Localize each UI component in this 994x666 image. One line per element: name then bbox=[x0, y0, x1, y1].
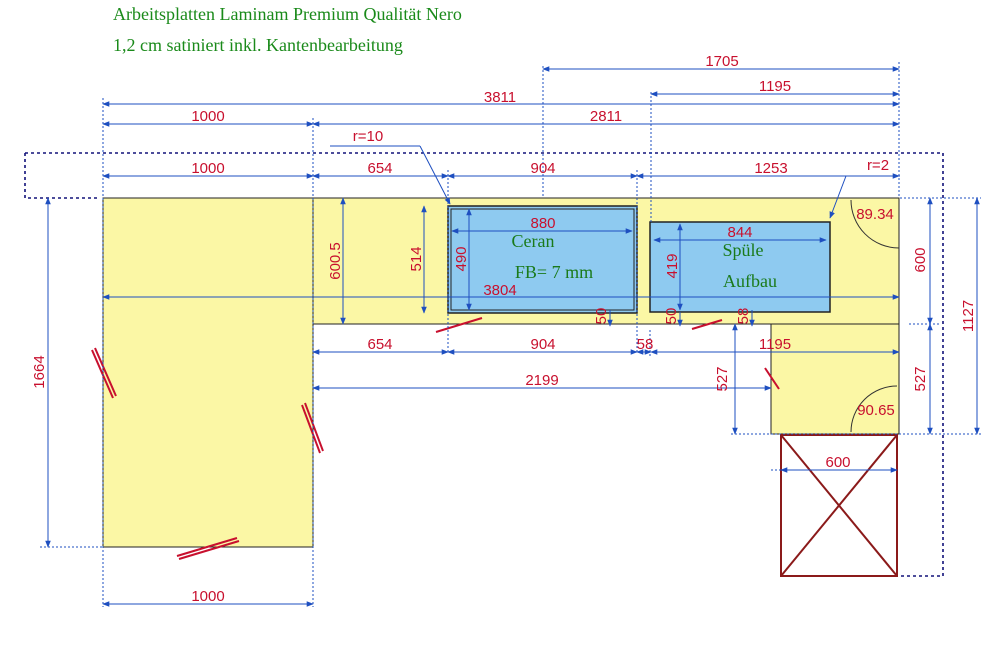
radius-r10: r=10 bbox=[353, 128, 383, 145]
seam-marker bbox=[691, 319, 723, 330]
seam-marker bbox=[301, 404, 321, 454]
dim-1664: 1664 bbox=[31, 355, 48, 388]
ceran-label: Ceran bbox=[512, 231, 555, 251]
ceran-note: FB= 7 mm bbox=[515, 262, 593, 282]
seam-marker bbox=[176, 537, 238, 557]
dim-50-a: 50 bbox=[593, 308, 610, 325]
sink-note: Aufbau bbox=[723, 271, 777, 291]
dim-904-top: 904 bbox=[530, 160, 555, 177]
dim-880: 880 bbox=[530, 215, 555, 232]
dim-527-left: 527 bbox=[714, 366, 731, 391]
dim-654-bot: 654 bbox=[367, 336, 392, 353]
dim-600-box: 600 bbox=[825, 454, 850, 471]
dim-2811: 2811 bbox=[590, 108, 622, 125]
dim-1000-a: 1000 bbox=[191, 108, 224, 125]
dim-1195-bot: 1195 bbox=[759, 336, 791, 353]
corner-arc-bottom bbox=[850, 385, 898, 433]
seam-marker bbox=[94, 347, 117, 397]
seam-marker bbox=[178, 540, 240, 560]
dim-1000-bottom: 1000 bbox=[191, 588, 224, 605]
dim-514: 514 bbox=[408, 246, 425, 271]
dim-3804: 3804 bbox=[483, 282, 516, 299]
dim-3811: 3811 bbox=[484, 89, 516, 106]
angle-89-34: 89.34 bbox=[856, 206, 894, 223]
dim-58-top: 58 bbox=[735, 308, 752, 325]
sink-label: Spüle bbox=[722, 240, 763, 260]
dim-58-bot: 58 bbox=[637, 336, 654, 353]
dim-419: 419 bbox=[664, 253, 681, 278]
ceran-cutout-inner bbox=[450, 208, 635, 311]
room-outline bbox=[24, 152, 944, 577]
dim-1195-top: 1195 bbox=[759, 78, 791, 95]
dim-1127: 1127 bbox=[960, 300, 977, 332]
dim-600-5: 600.5 bbox=[327, 242, 344, 280]
dim-1253: 1253 bbox=[754, 160, 787, 177]
dim-844: 844 bbox=[727, 224, 752, 241]
cabinet-box bbox=[780, 434, 898, 577]
dim-2199: 2199 bbox=[525, 372, 558, 389]
countertop-left-leg bbox=[102, 197, 314, 548]
dim-904-bot: 904 bbox=[530, 336, 555, 353]
dim-527-right: 527 bbox=[912, 366, 929, 391]
title-line-2: 1,2 cm satiniert inkl. Kantenbearbeitung bbox=[113, 35, 403, 55]
corner-arc-top bbox=[850, 199, 900, 249]
radius-r2: r=2 bbox=[867, 157, 889, 174]
dim-1000-b: 1000 bbox=[191, 160, 224, 177]
seam-marker bbox=[435, 317, 483, 333]
dim-50-b: 50 bbox=[663, 308, 680, 325]
title-line-1: Arbeitsplatten Laminam Premium Qualität … bbox=[113, 4, 462, 24]
dim-600-right: 600 bbox=[912, 247, 929, 272]
cabinet-cross-b bbox=[780, 434, 898, 577]
dim-654-top: 654 bbox=[367, 160, 392, 177]
dim-1705: 1705 bbox=[705, 53, 738, 70]
dim-490: 490 bbox=[453, 246, 470, 271]
seam-marker bbox=[304, 402, 324, 452]
dimension-lines bbox=[45, 66, 980, 607]
angle-90-65: 90.65 bbox=[857, 402, 895, 419]
seam-marker bbox=[764, 367, 780, 390]
